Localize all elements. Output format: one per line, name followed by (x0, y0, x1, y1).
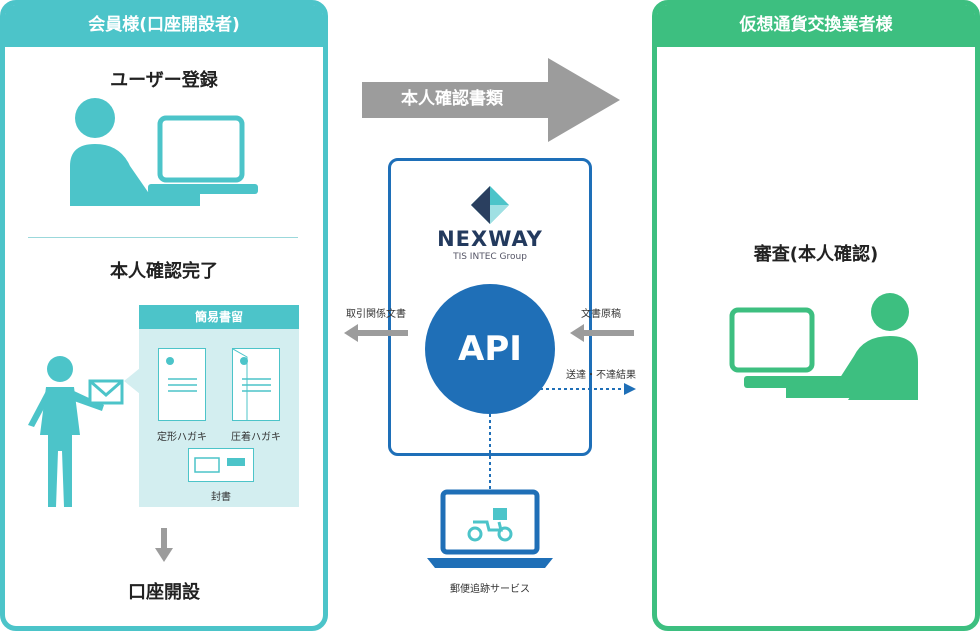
identity-complete-label: 本人確認完了 (110, 261, 218, 282)
business-docs-label: 取引関係文書 (346, 309, 406, 320)
delivery-result-label: 送達・不達結果 (566, 370, 636, 381)
user-computer-icon (70, 98, 258, 206)
postal-tracking-label: 郵便追跡サービス (450, 584, 530, 595)
speech-pointer (124, 368, 140, 394)
postcard-label: 定形ハガキ (157, 432, 207, 443)
doc-draft-label: 文書原稿 (581, 309, 621, 320)
document-arrow-label: 本人確認書類 (401, 89, 503, 109)
registered-mail-title: 簡易書留 (139, 305, 299, 329)
reviewer-computer-icon (729, 293, 918, 400)
exchange-panel-title: 仮想通貨交換業者様 (657, 5, 975, 47)
business-docs-arrow (344, 324, 408, 342)
sealed-postcard-icon (232, 348, 280, 421)
nexway-logo-text: NEXWAY (437, 227, 543, 251)
member-panel: 会員様(口座開設者) (0, 0, 328, 631)
account-open-label: 口座開設 (128, 582, 200, 603)
doc-draft-arrow (570, 324, 634, 342)
down-arrow-icon (155, 528, 173, 562)
user-registration-label: ユーザー登録 (110, 70, 218, 91)
delivery-result-arrow (540, 383, 636, 395)
nexway-logo-subtitle: TIS INTEC Group (453, 252, 527, 262)
tracking-laptop-icon (427, 489, 553, 568)
review-label: 審査(本人確認) (753, 244, 879, 265)
sealed-postcard-label: 圧着ハガキ (231, 432, 281, 443)
envelope-label: 封書 (211, 492, 231, 503)
nexway-logo-icon (471, 186, 509, 224)
person-envelope-icon (28, 356, 124, 507)
exchange-panel: 仮想通貨交換業者様 (652, 0, 980, 631)
registered-mail-box: 簡易書留 定形ハガキ 圧着ハガキ 封書 (139, 305, 299, 507)
api-circle: API (425, 284, 555, 414)
tracking-connector (489, 414, 491, 492)
member-panel-title: 会員様(口座開設者) (5, 5, 323, 47)
document-arrow (362, 58, 620, 142)
envelope-icon (188, 448, 254, 482)
postcard-icon (158, 348, 206, 421)
left-divider (28, 237, 298, 238)
